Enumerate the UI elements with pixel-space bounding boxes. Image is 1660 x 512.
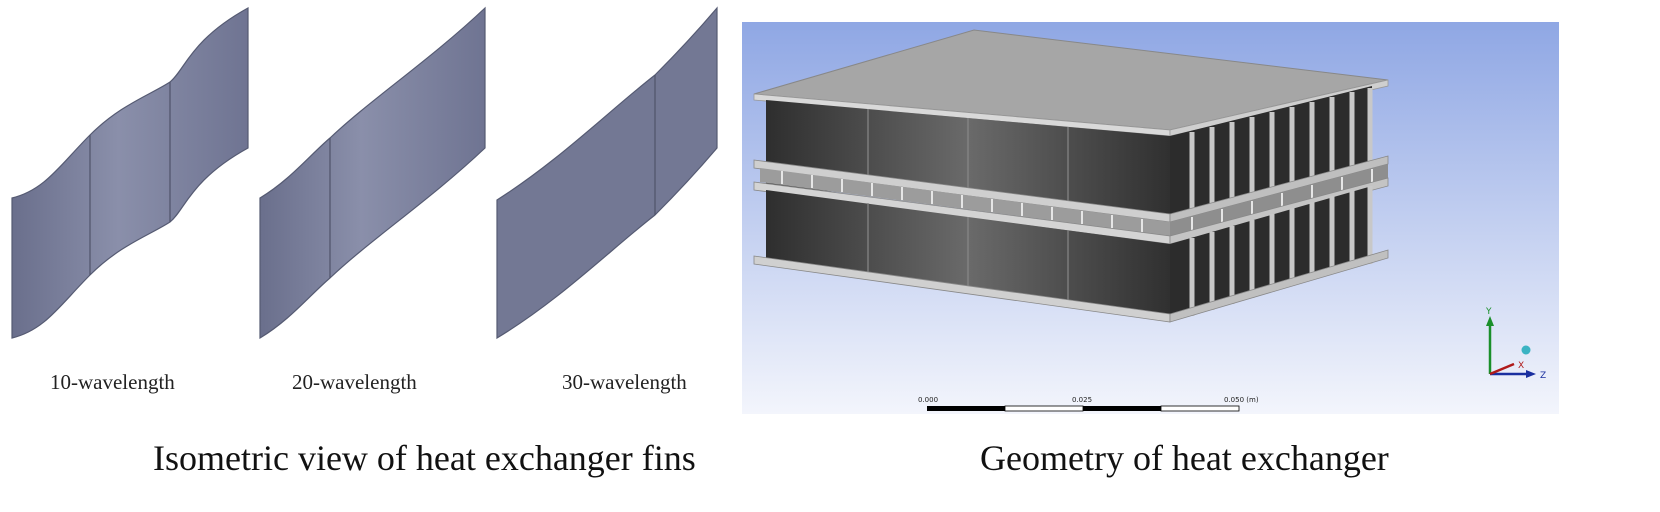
fins-drawing: [11, 6, 718, 340]
fin-10-wavelength: [11, 6, 249, 339]
fin-30-wavelength: [496, 6, 718, 340]
geometry-viewport: 0.000 0.025 0.050 (m) Y X Z: [742, 22, 1559, 414]
axis-y-label: Y: [1485, 307, 1492, 317]
scale-label-2: 0.050 (m): [1224, 396, 1259, 404]
fin-20-wavelength: [259, 6, 486, 340]
axis-x-label: X: [1518, 361, 1524, 371]
scale-bar: 0.000 0.025 0.050 (m): [918, 396, 1259, 412]
fins-panel: 10-wavelength 20-wavelength 30-wavelengt…: [0, 0, 730, 512]
fins-caption: Isometric view of heat exchanger fins: [153, 438, 696, 478]
fin-label-20: 20-wavelength: [292, 370, 417, 394]
axis-z-label: Z: [1540, 371, 1546, 381]
geometry-panel: 0.000 0.025 0.050 (m) Y X Z: [742, 22, 1559, 414]
heat-exchanger-model: [753, 29, 1389, 323]
fin-label-10: 10-wavelength: [50, 370, 175, 394]
scale-label-1: 0.025: [1072, 396, 1092, 404]
fin-label-30: 30-wavelength: [562, 370, 687, 394]
axis-triad: Y X Z: [1485, 307, 1546, 381]
geometry-caption: Geometry of heat exchanger: [980, 438, 1389, 478]
scale-label-0: 0.000: [918, 396, 938, 404]
